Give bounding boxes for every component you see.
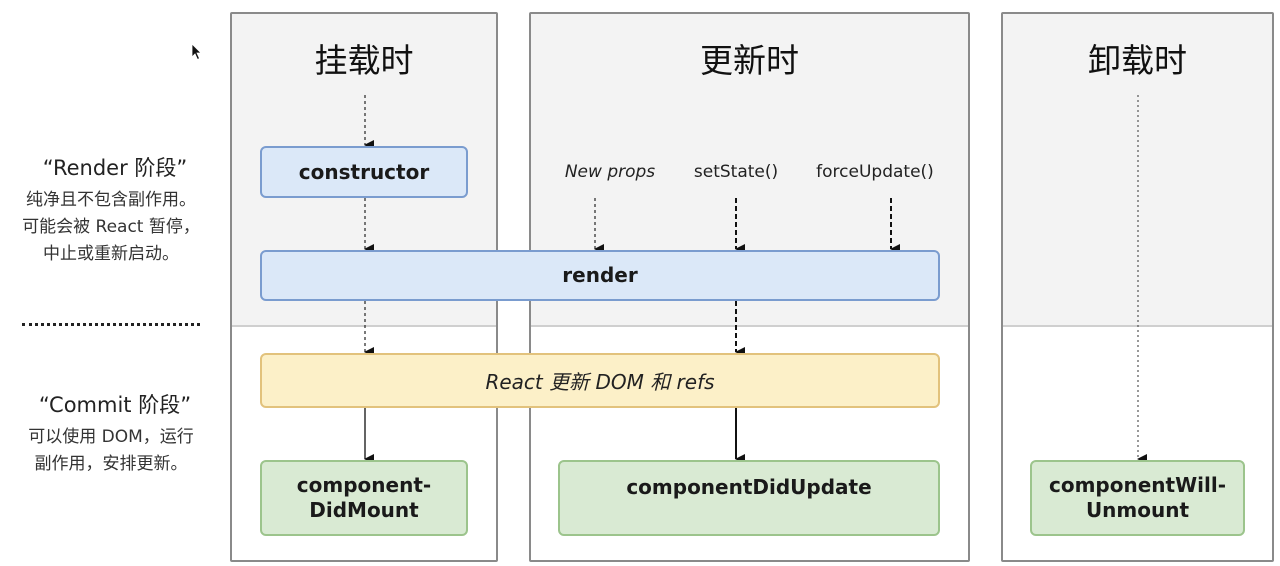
render-node: render	[260, 250, 940, 301]
commit-phase-description: 可以使用 DOM，运行副作用，安排更新。	[28, 427, 194, 474]
trigger-set-state: setState()	[693, 162, 779, 182]
component-did-mount-node: component- DidMount	[260, 460, 468, 536]
constructor-node: constructor	[260, 146, 468, 198]
trigger-force-update: forceUpdate()	[816, 162, 934, 182]
render-phase-description: 纯净且不包含副作用。可能会被 React 暂停，中止或重新启动。	[22, 190, 200, 264]
component-will-unmount-label: componentWill- Unmount	[1048, 473, 1227, 522]
constructor-label: constructor	[298, 159, 430, 184]
unmounting-column	[1001, 12, 1274, 562]
updating-title: 更新时	[700, 41, 799, 80]
component-did-update-node: componentDidUpdate	[558, 460, 940, 536]
component-did-mount-label: component- DidMount	[296, 473, 432, 522]
render-phase-heading: “Render 阶段”	[42, 156, 188, 180]
commit-phase-heading: “Commit 阶段”	[38, 393, 192, 417]
mouse-cursor-icon	[191, 43, 202, 61]
react-updates-dom-node: React 更新 DOM 和 refs	[260, 353, 940, 408]
mounting-title: 挂载时	[314, 41, 414, 80]
component-will-unmount-node: componentWill- Unmount	[1030, 460, 1245, 536]
react-updates-dom-label: React 更新 DOM 和 refs	[485, 370, 715, 394]
trigger-new-props: New props	[564, 162, 656, 182]
render-label: render	[562, 263, 638, 287]
unmounting-title: 卸载时	[1088, 41, 1187, 80]
component-did-update-label: componentDidUpdate	[626, 475, 872, 499]
phase-divider	[22, 323, 200, 326]
